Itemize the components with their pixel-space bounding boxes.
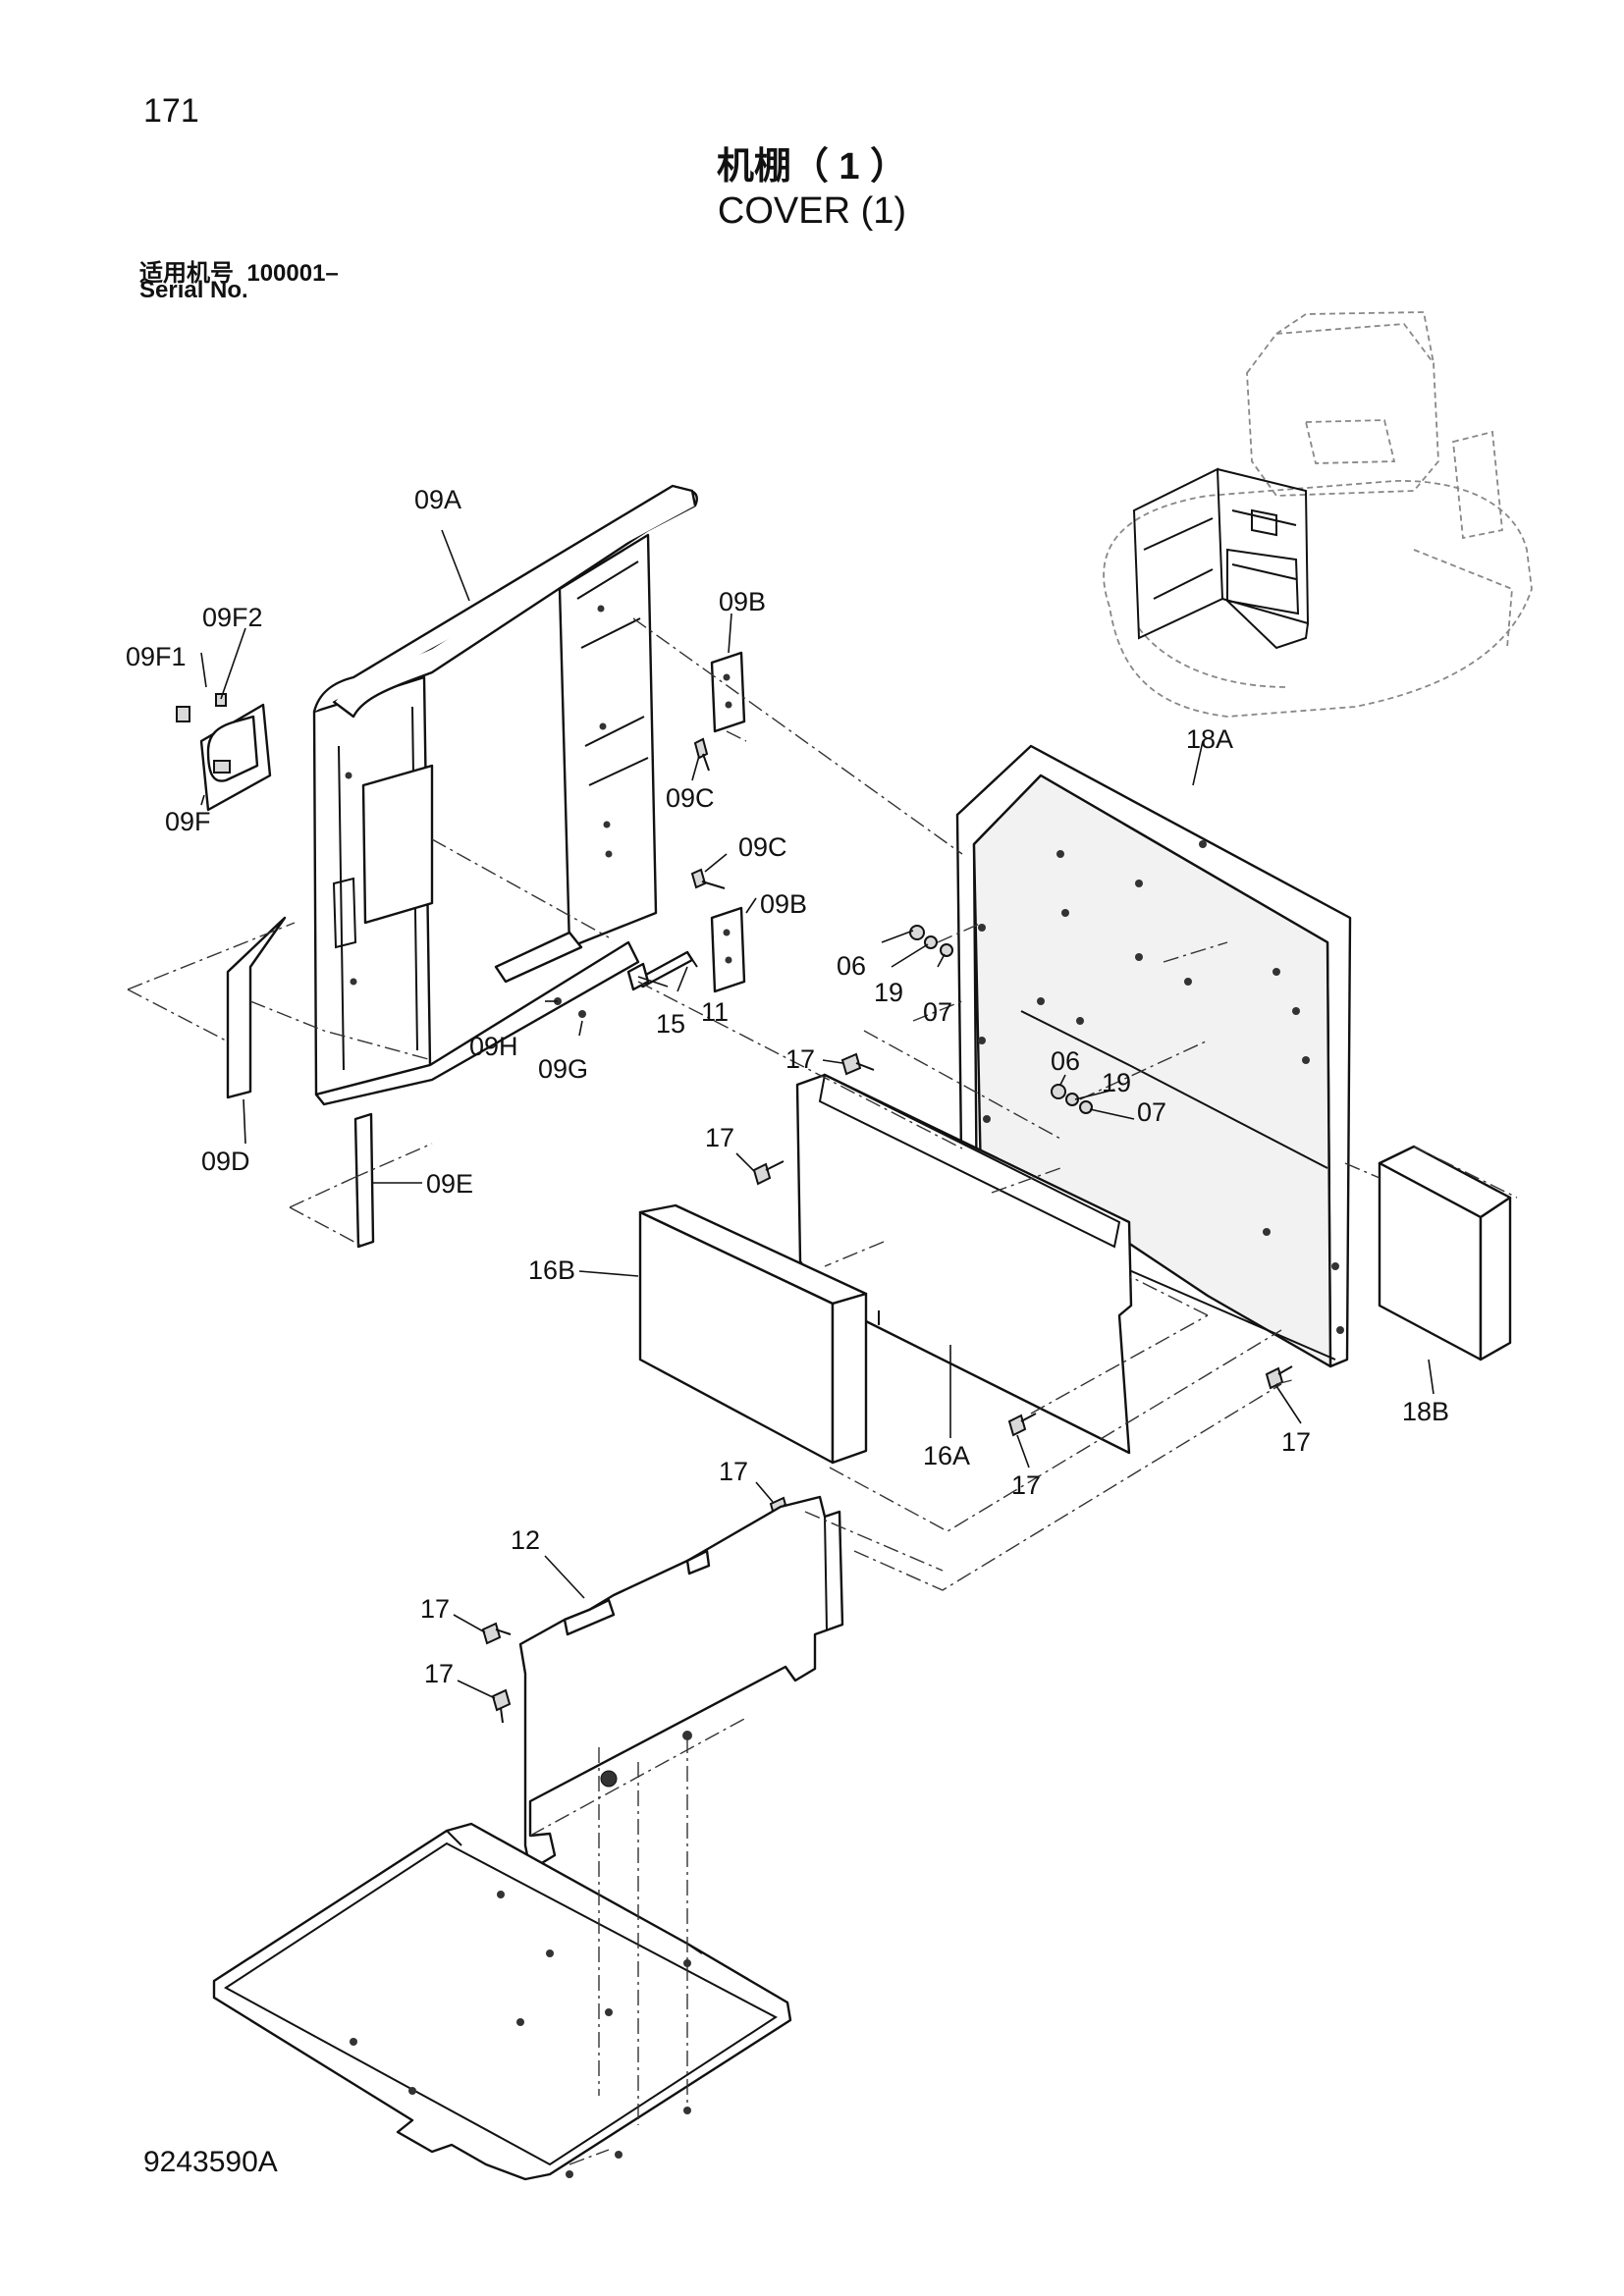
callout-07-lower: 07 bbox=[1137, 1097, 1166, 1127]
screw-17-b bbox=[752, 1160, 785, 1186]
serial-value: 100001– bbox=[246, 260, 339, 287]
machine-location-inset bbox=[1103, 311, 1533, 718]
callout-17-3: 17 bbox=[1011, 1470, 1041, 1500]
hinge-09B-upper bbox=[710, 651, 746, 733]
assembly-lines bbox=[127, 617, 1518, 2165]
callout-09G: 09G bbox=[538, 1054, 588, 1084]
callout-09E: 09E bbox=[426, 1169, 473, 1199]
callout-12: 12 bbox=[511, 1525, 540, 1555]
callout-09H: 09H bbox=[469, 1032, 518, 1061]
screw-17-f bbox=[481, 1622, 512, 1645]
hinge-09B-lower bbox=[710, 906, 746, 993]
bolt-09C-upper bbox=[693, 737, 710, 772]
callout-16B: 16B bbox=[528, 1255, 575, 1285]
callout-11: 11 bbox=[701, 997, 729, 1027]
serial-label-english: Serial No. bbox=[139, 277, 248, 303]
callout-09F1: 09F1 bbox=[126, 642, 187, 671]
serial-number-line: 适用机号 100001– bbox=[139, 253, 339, 288]
callout-09D: 09D bbox=[201, 1147, 250, 1176]
bolt-09C-lower bbox=[690, 868, 726, 889]
callout-09A: 09A bbox=[414, 485, 461, 514]
title-english: COVER (1) bbox=[717, 190, 907, 232]
strip-09E bbox=[353, 1112, 375, 1249]
callout-17-5: 17 bbox=[719, 1457, 748, 1486]
frame-09A bbox=[312, 484, 698, 1106]
floor-plate bbox=[212, 1822, 792, 2181]
callout-18B: 18B bbox=[1402, 1397, 1449, 1426]
callout-18A: 18A bbox=[1186, 724, 1233, 754]
callout-17-7: 17 bbox=[424, 1659, 454, 1688]
screw-17-g bbox=[491, 1688, 512, 1724]
callout-19-lower: 19 bbox=[1102, 1068, 1131, 1097]
page-number: 171 bbox=[143, 92, 199, 130]
callout-09C-upper: 09C bbox=[666, 783, 715, 813]
callout-09B-upper: 09B bbox=[719, 587, 766, 616]
washers-lower bbox=[1051, 1084, 1093, 1114]
serial-label-chinese: 适用机号 bbox=[139, 260, 234, 287]
title-chinese: 机棚（ 1 ） bbox=[716, 146, 908, 187]
callout-07-upper: 07 bbox=[923, 997, 952, 1027]
callout-15: 15 bbox=[656, 1009, 685, 1039]
callout-06-upper: 06 bbox=[837, 951, 866, 981]
callout-09F2: 09F2 bbox=[202, 603, 263, 632]
callout-17-1: 17 bbox=[785, 1044, 815, 1074]
callout-labels: 09A 09B 09C 09C 09B 09F2 09F1 09F 09D 09… bbox=[126, 485, 1449, 1688]
callout-09C-lower: 09C bbox=[738, 832, 787, 862]
callout-17-2: 17 bbox=[705, 1123, 734, 1152]
washers-upper bbox=[909, 925, 953, 957]
strip-09D bbox=[226, 916, 287, 1099]
drawing-number: 9243590A bbox=[143, 2146, 278, 2178]
callout-16A: 16A bbox=[923, 1441, 970, 1470]
screw-17-a bbox=[840, 1052, 875, 1076]
callout-17-6: 17 bbox=[420, 1594, 450, 1624]
leader-lines bbox=[200, 529, 1435, 1699]
pad-16B bbox=[638, 1203, 868, 1465]
screw-17-c bbox=[1007, 1413, 1037, 1437]
callout-17-4: 17 bbox=[1281, 1427, 1311, 1457]
callout-09B-lower: 09B bbox=[760, 889, 807, 919]
pad-18B bbox=[1378, 1145, 1512, 1362]
callout-19-upper: 19 bbox=[874, 978, 903, 1007]
callout-06-lower: 06 bbox=[1051, 1046, 1080, 1076]
callout-09F: 09F bbox=[165, 807, 211, 836]
switch-box-09F bbox=[176, 693, 272, 812]
